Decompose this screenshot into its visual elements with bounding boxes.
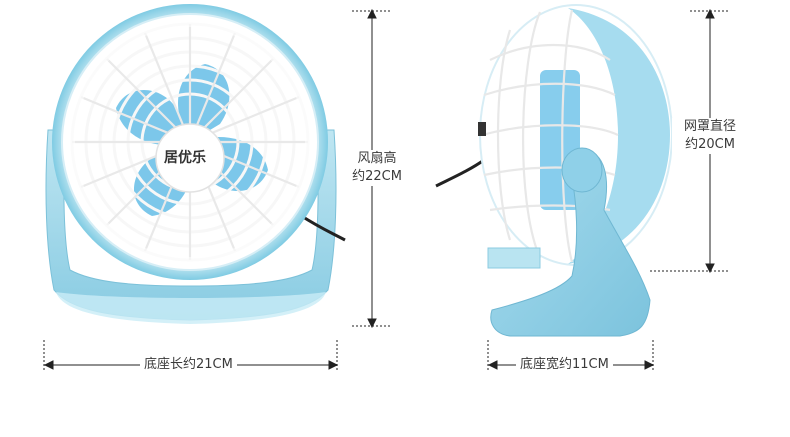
fan-height-label: 风扇高 约22CM — [346, 150, 408, 186]
brand-logo: 居优乐 — [164, 150, 206, 166]
side-power-cord — [435, 158, 485, 188]
fan-height-label-line1: 风扇高 — [357, 151, 397, 166]
front-fan-head — [52, 4, 328, 280]
front-stand — [45, 129, 337, 324]
grille-diameter-label: 网罩直径 约20CM — [672, 118, 748, 154]
base-width-label: 底座宽约11CM — [516, 357, 613, 373]
fan-height-label-line2: 约22CM — [352, 169, 402, 184]
base-length-label: 底座长约21CM — [140, 357, 237, 373]
side-stand — [487, 147, 651, 337]
grille-diameter-label-line2: 约20CM — [685, 137, 735, 152]
grille-diameter-label-line1: 网罩直径 — [683, 119, 736, 134]
